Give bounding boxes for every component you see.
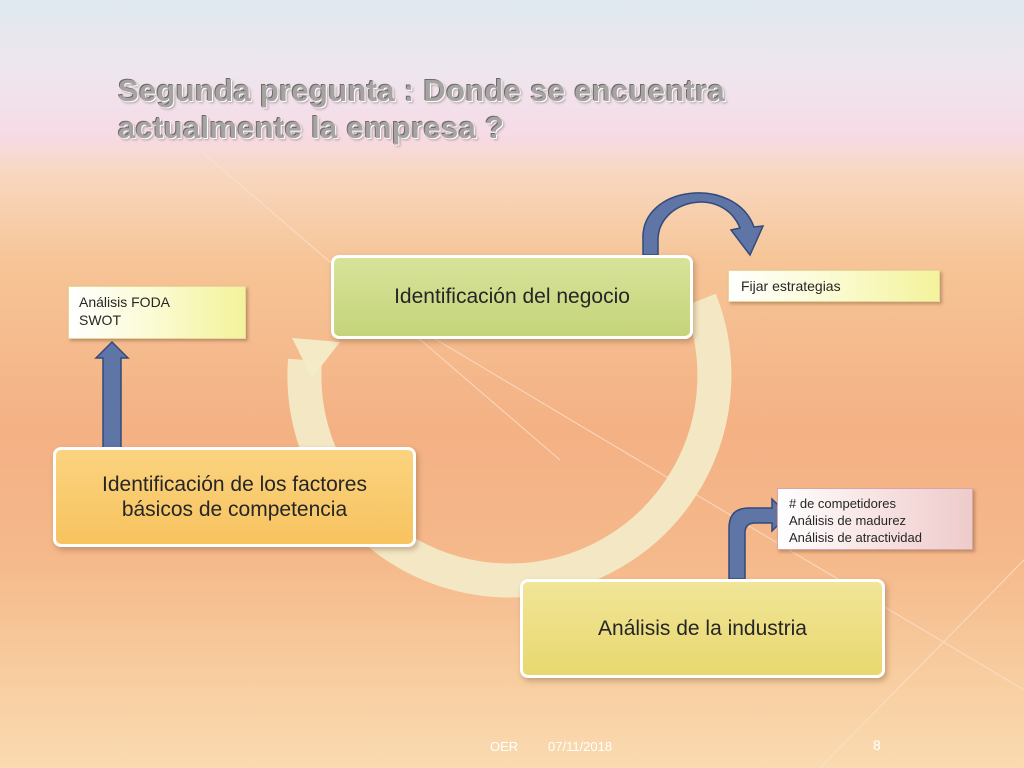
arrow-up-icon	[94, 340, 130, 450]
box-label: Análisis de la industria	[598, 616, 807, 640]
note-foda: Análisis FODA SWOT	[68, 286, 246, 339]
decorative-line	[419, 329, 1024, 691]
note-fijar-estrategias: Fijar estrategias	[728, 270, 940, 302]
footer-page-number: 8	[873, 737, 881, 753]
note-industria-details: # de competidores Análisis de madurez An…	[777, 488, 973, 550]
curved-arrow-icon	[642, 192, 765, 257]
box-analisis-industria: Análisis de la industria	[520, 579, 885, 678]
note-line: Análisis de madurez	[789, 513, 907, 528]
note-line: Fijar estrategias	[741, 278, 841, 294]
title-line-2: actualmente la empresa ?	[118, 110, 505, 145]
note-line: # de competidores	[789, 496, 896, 511]
box-identificacion-negocio: Identificación del negocio	[331, 255, 693, 339]
note-line: SWOT	[79, 312, 121, 328]
note-line: Análisis de atractividad	[789, 530, 922, 545]
slide-title: Segunda pregunta : Donde se encuentra ac…	[118, 72, 978, 146]
box-label-line-1: Identificación de los factores	[102, 473, 367, 496]
note-line: Análisis FODA	[79, 294, 171, 310]
decorative-line	[819, 559, 1024, 768]
footer-date: 07/11/2018	[548, 739, 613, 754]
box-label: Identificación de los factores básicos d…	[102, 472, 367, 522]
title-line-1: Segunda pregunta : Donde se encuentra	[118, 73, 726, 108]
box-factores-competencia: Identificación de los factores básicos d…	[53, 447, 416, 547]
footer-author: OER	[490, 739, 519, 754]
box-label-line-2: básicos de competencia	[121, 498, 348, 521]
cycle-arrowhead-icon	[292, 338, 340, 378]
box-label: Identificación del negocio	[394, 285, 630, 308]
